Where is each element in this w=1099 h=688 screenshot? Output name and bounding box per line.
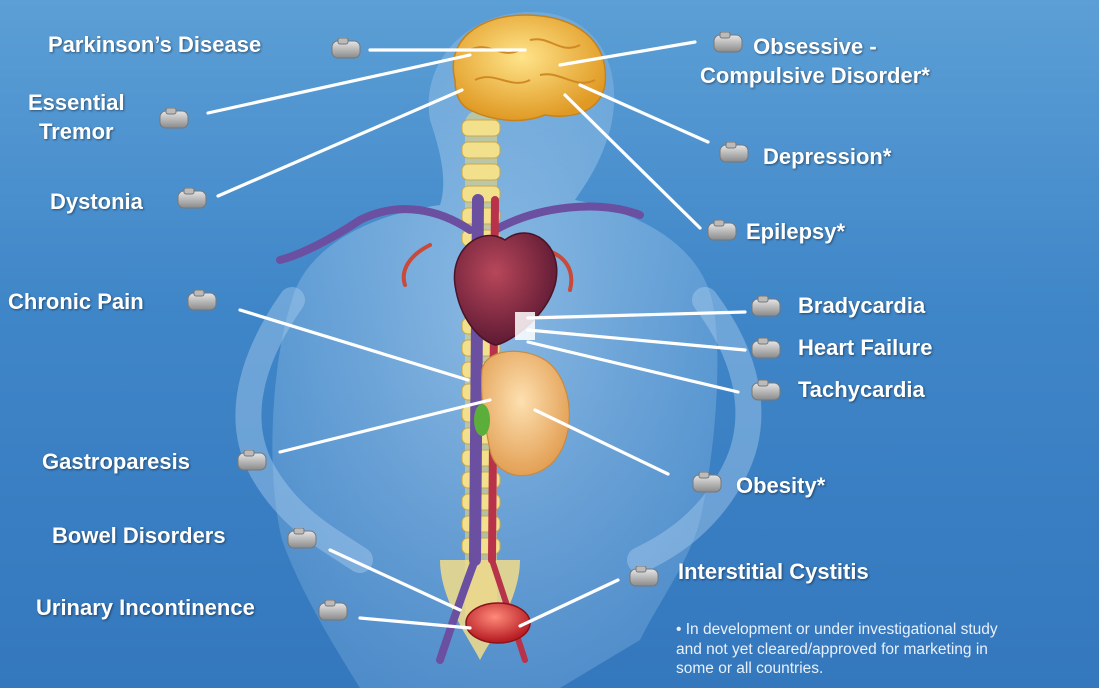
label-gastroparesis: Gastroparesis [42, 448, 190, 477]
neurostimulator-device-icon [706, 220, 738, 242]
neurostimulator-device-icon [750, 380, 782, 402]
neurostimulator-device-icon [330, 38, 362, 60]
label-heart-failure: Heart Failure [798, 334, 933, 363]
stomach [482, 351, 570, 475]
neurostimulator-device-icon [176, 188, 208, 210]
vertebra [462, 120, 500, 136]
label-essential-tremor-line1: Essential [28, 89, 125, 118]
label-epilepsy: Epilepsy* [746, 218, 845, 247]
neurostimulator-device-icon [750, 338, 782, 360]
label-interstitial-cystitis: Interstitial Cystitis [678, 558, 869, 587]
neurostimulator-device-icon [750, 296, 782, 318]
label-ocd: Obsessive - Compulsive Disorder* [700, 33, 930, 90]
neurostimulator-device-icon [236, 450, 268, 472]
footnote: • In development or under investigationa… [676, 620, 998, 679]
label-chronic-pain: Chronic Pain [8, 288, 144, 317]
label-essential-tremor-line2: Tremor [28, 118, 125, 147]
footnote-line2: and not yet cleared/approved for marketi… [676, 640, 998, 660]
label-dystonia: Dystonia [50, 188, 143, 217]
neurostimulator-device-icon [691, 472, 723, 494]
bladder [466, 603, 530, 643]
neurostimulator-device-icon [718, 142, 750, 164]
label-ocd-line1: Obsessive - [700, 33, 930, 62]
label-tachycardia: Tachycardia [798, 376, 925, 405]
heart-leads [515, 312, 535, 340]
label-essential-tremor: Essential Tremor [28, 89, 125, 146]
vertebra [462, 164, 500, 180]
label-depression: Depression* [763, 143, 891, 172]
vertebra [462, 142, 500, 158]
footnote-line3: some or all countries. [676, 659, 998, 679]
label-bradycardia: Bradycardia [798, 292, 925, 321]
label-obesity: Obesity* [736, 472, 825, 501]
footnote-line1: • In development or under investigationa… [676, 620, 998, 640]
neurostimulator-device-icon [628, 566, 660, 588]
label-parkinsons: Parkinson’s Disease [48, 31, 261, 60]
neurostimulator-device-icon [286, 528, 318, 550]
connector-line [218, 90, 462, 196]
neurostimulator-device-icon [186, 290, 218, 312]
label-urinary-incontinence: Urinary Incontinence [36, 594, 255, 623]
neurostimulator-device-icon [317, 600, 349, 622]
brain [453, 15, 605, 120]
label-bowel-disorders: Bowel Disorders [52, 522, 226, 551]
gallbladder [474, 404, 490, 436]
neurostimulator-device-icon [158, 108, 190, 130]
label-ocd-line2: Compulsive Disorder* [700, 62, 930, 91]
